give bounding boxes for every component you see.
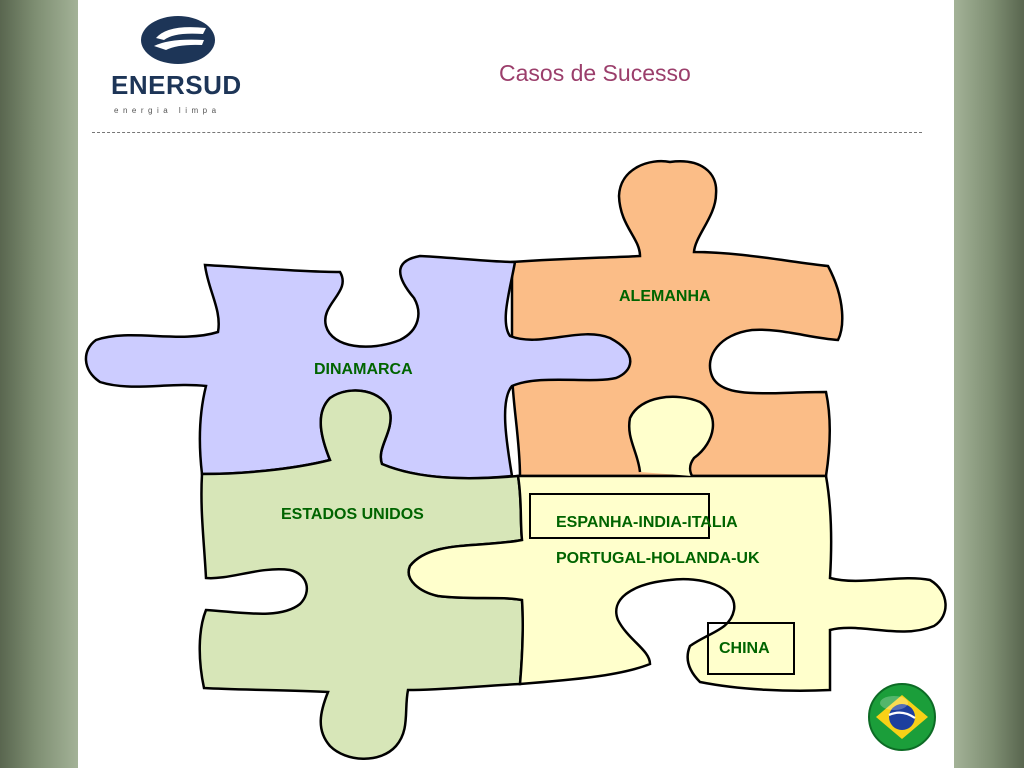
logo-wordmark: ENERSUD — [111, 70, 242, 100]
header-divider — [92, 132, 922, 133]
label-dinamarca: DINAMARCA — [314, 361, 413, 378]
puzzle-piece-alemanha[interactable] — [510, 159, 844, 478]
highlight-box-espanha — [529, 493, 710, 539]
puzzle-piece-espanha[interactable] — [407, 474, 947, 692]
logo-tagline: energia limpa — [114, 106, 221, 115]
right-frame-border — [954, 0, 1024, 768]
puzzle-knob-top — [627, 395, 715, 477]
brazil-flag-icon — [868, 683, 936, 751]
puzzle-piece-dinamarca[interactable] — [84, 254, 632, 480]
page-title: Casos de Sucesso — [499, 60, 691, 86]
enersud-logo-icon — [141, 16, 215, 64]
label-espanha-india-italia: ESPANHA-INDIA-ITALIA — [556, 514, 738, 531]
label-alemanha: ALEMANHA — [619, 288, 711, 305]
label-estados-unidos: ESTADOS UNIDOS — [281, 506, 424, 523]
highlight-box-china — [707, 622, 795, 675]
label-china: CHINA — [719, 640, 770, 657]
left-frame-border — [0, 0, 78, 768]
label-portugal-holanda-uk: PORTUGAL-HOLANDA-UK — [556, 550, 760, 567]
